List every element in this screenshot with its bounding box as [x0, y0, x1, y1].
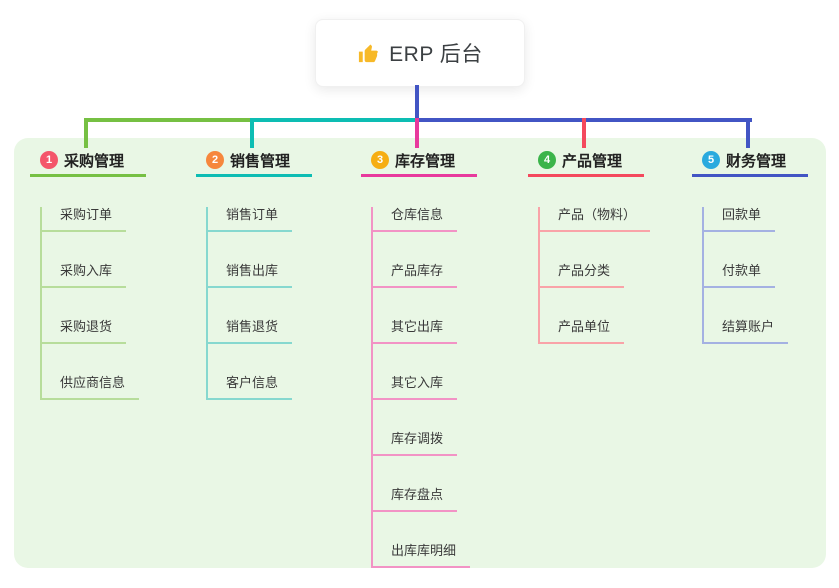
child-node[interactable]: 采购订单: [42, 207, 127, 232]
tree-rail-segment: [250, 118, 419, 122]
branch-connector-line: [250, 118, 254, 148]
child-node[interactable]: 库存调拨: [373, 431, 458, 456]
child-node[interactable]: 其它出库: [373, 319, 458, 344]
child-node[interactable]: 产品库存: [373, 263, 458, 288]
branch-node-4[interactable]: 4 产品管理: [528, 146, 644, 177]
root-connector-line: [415, 85, 419, 122]
branch-children: 销售订单销售出库销售退货客户信息: [206, 207, 293, 400]
branch-node-1[interactable]: 1 采购管理: [30, 146, 146, 177]
child-node[interactable]: 供应商信息: [42, 375, 140, 400]
branch-connector-line: [746, 118, 750, 148]
branch-index-badge: 1: [40, 151, 58, 169]
thumbs-up-icon: [357, 42, 380, 65]
branch-label: 产品管理: [562, 152, 623, 170]
child-node[interactable]: 回款单: [704, 207, 776, 232]
branch-column-1: 1 采购管理采购订单采购入库采购退货供应商信息: [30, 146, 146, 400]
branch-children: 回款单付款单结算账户: [702, 207, 789, 344]
branches-panel: [14, 138, 826, 568]
branch-node-5[interactable]: 5 财务管理: [692, 146, 808, 177]
branch-children: 仓库信息产品库存其它出库其它入库库存调拨库存盘点出库库明细: [371, 207, 471, 568]
root-node-erp[interactable]: ERP 后台: [315, 19, 525, 87]
branch-index-badge: 2: [206, 151, 224, 169]
child-node[interactable]: 产品分类: [540, 263, 625, 288]
branch-label: 财务管理: [726, 152, 787, 170]
child-node[interactable]: 结算账户: [704, 319, 789, 344]
child-node[interactable]: 库存盘点: [373, 487, 458, 512]
tree-rail-segment: [84, 118, 254, 122]
child-node[interactable]: 销售退货: [208, 319, 293, 344]
child-node[interactable]: 采购入库: [42, 263, 127, 288]
branch-column-5: 5 财务管理回款单付款单结算账户: [692, 146, 808, 344]
root-node-label: ERP 后台: [389, 43, 483, 66]
branch-children: 产品（物料） 产品分类产品单位: [538, 207, 651, 344]
branch-index-badge: 3: [371, 151, 389, 169]
child-node[interactable]: 销售订单: [208, 207, 293, 232]
child-node[interactable]: 采购退货: [42, 319, 127, 344]
branch-node-3[interactable]: 3 库存管理: [361, 146, 477, 177]
child-node[interactable]: 其它入库: [373, 375, 458, 400]
branch-label: 采购管理: [64, 152, 125, 170]
branch-node-2[interactable]: 2 销售管理: [196, 146, 312, 177]
branch-index-badge: 5: [702, 151, 720, 169]
branch-label: 销售管理: [230, 152, 291, 170]
branch-label: 库存管理: [395, 152, 456, 170]
child-node[interactable]: 出库库明细: [373, 543, 471, 568]
child-node[interactable]: 产品单位: [540, 319, 625, 344]
child-node[interactable]: 仓库信息: [373, 207, 458, 232]
branch-connector-line: [415, 118, 419, 148]
branch-column-4: 4 产品管理产品（物料） 产品分类产品单位: [528, 146, 651, 344]
child-node[interactable]: 客户信息: [208, 375, 293, 400]
branch-column-3: 3 库存管理仓库信息产品库存其它出库其它入库库存调拨库存盘点出库库明细: [361, 146, 477, 568]
child-node[interactable]: 销售出库: [208, 263, 293, 288]
branch-connector-line: [582, 118, 586, 148]
branch-connector-line: [84, 118, 88, 148]
branch-children: 采购订单采购入库采购退货供应商信息: [40, 207, 140, 400]
child-node[interactable]: 产品（物料）: [540, 207, 651, 232]
child-node[interactable]: 付款单: [704, 263, 776, 288]
branch-column-2: 2 销售管理销售订单销售出库销售退货客户信息: [196, 146, 312, 400]
branch-index-badge: 4: [538, 151, 556, 169]
